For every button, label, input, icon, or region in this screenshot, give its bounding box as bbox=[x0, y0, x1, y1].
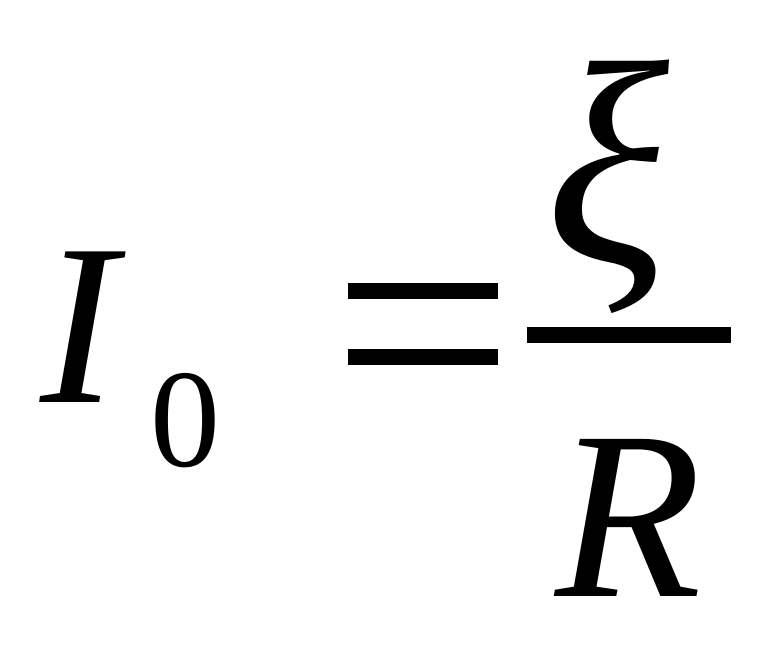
current-symbol: I bbox=[40, 197, 117, 452]
resistance-symbol: R bbox=[555, 382, 702, 648]
equals-sign bbox=[348, 283, 498, 365]
current-subscript: 0 bbox=[150, 342, 220, 497]
fraction-bar bbox=[527, 327, 731, 343]
emf-symbol: ξ bbox=[545, 4, 670, 325]
equals-bar-top bbox=[348, 283, 498, 299]
equals-bar-bottom bbox=[348, 349, 498, 365]
